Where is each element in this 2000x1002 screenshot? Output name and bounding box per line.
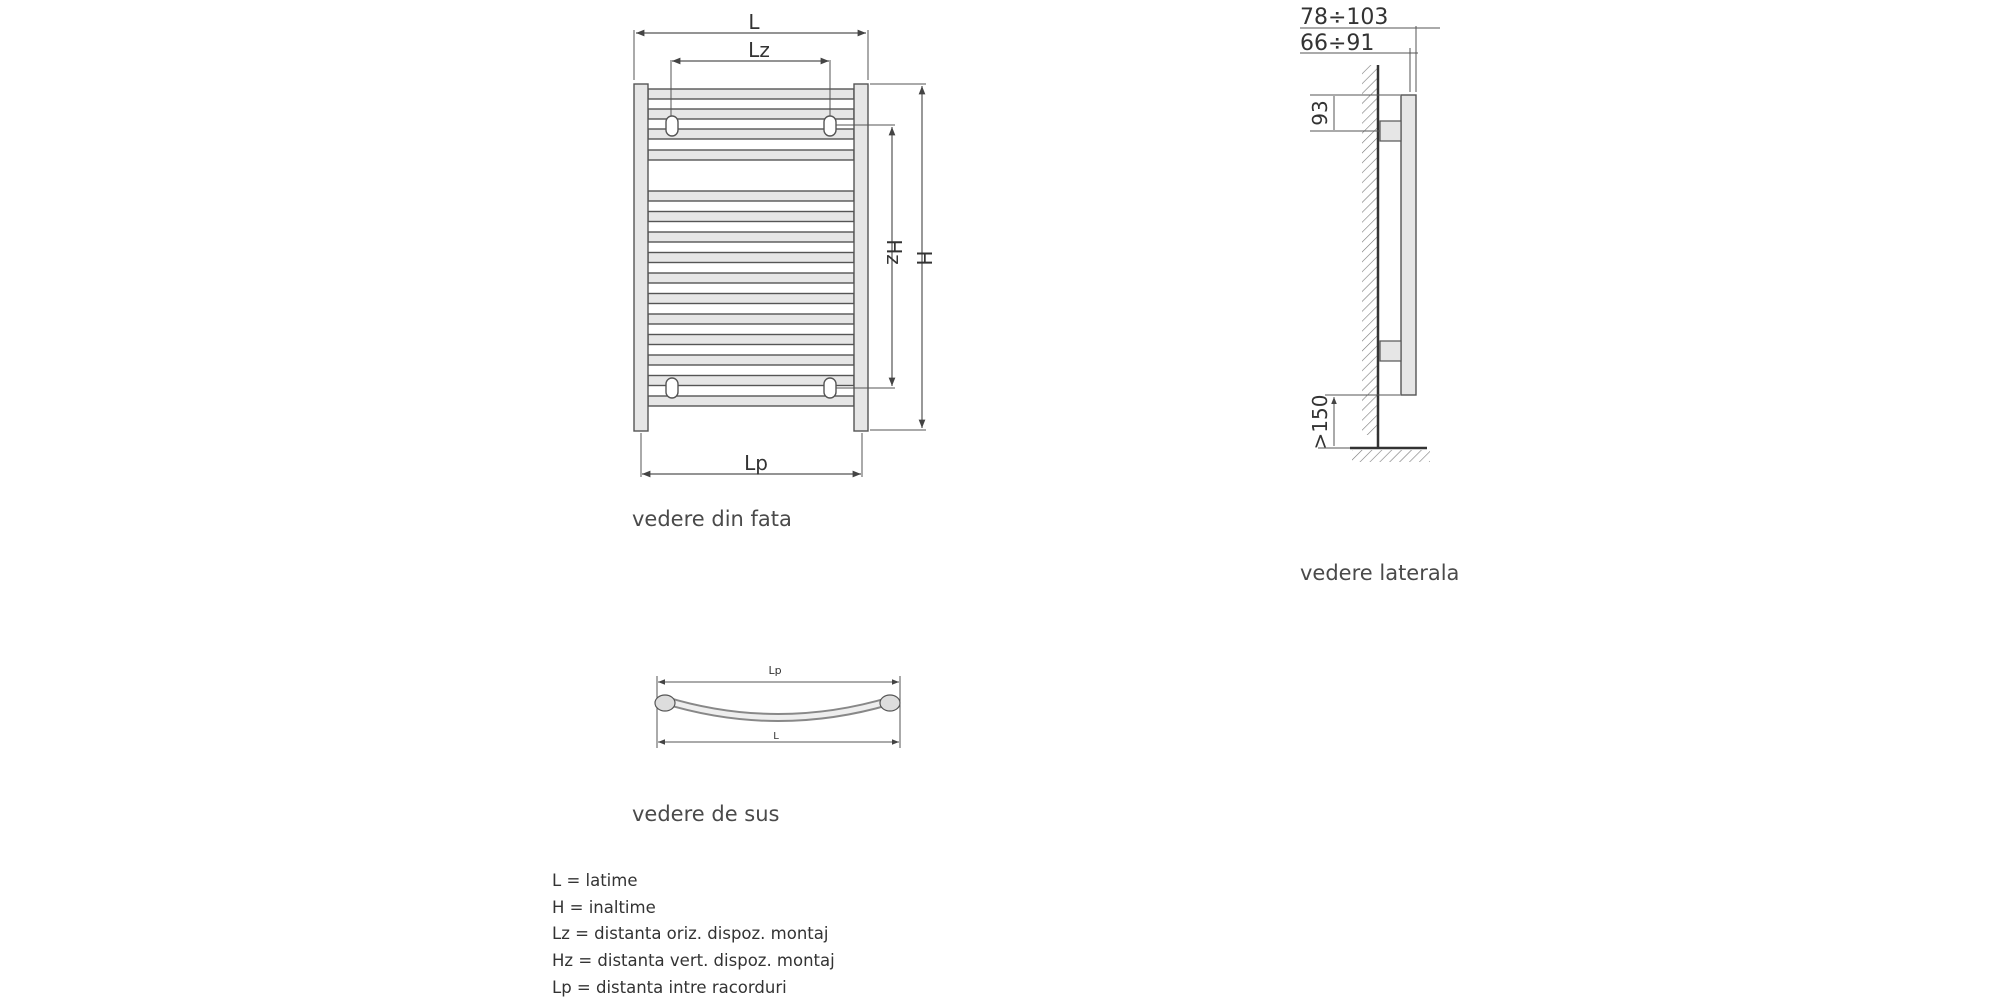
towel-bar — [647, 313, 855, 325]
bracket-top — [1379, 120, 1402, 142]
wall-hatch — [1362, 65, 1377, 435]
right-rail — [853, 83, 869, 432]
side-view — [1300, 26, 1440, 462]
legend-item: L = latime — [552, 871, 638, 890]
label-depth-total: 78÷103 — [1300, 5, 1388, 30]
legend-item: Hz = distanta vert. dispoz. montaj — [552, 951, 835, 971]
label-L: L — [748, 10, 760, 34]
towel-bar — [647, 210, 855, 223]
label-H: H — [912, 250, 936, 265]
label-top-Lp: Lp — [768, 664, 781, 677]
mount-points — [665, 115, 837, 399]
towel-bar — [647, 374, 855, 387]
label-Lz: Lz — [748, 38, 770, 62]
towel-bar — [647, 231, 855, 243]
floor-hatch — [1352, 450, 1430, 462]
left-rail — [633, 83, 649, 432]
label-Lp: Lp — [744, 451, 768, 475]
towel-bar — [647, 333, 855, 346]
legend-item: H = inaltime — [552, 897, 656, 917]
towel-bar — [647, 354, 855, 366]
caption-front-view: vedere din fata — [632, 507, 792, 531]
towel-bar — [647, 128, 855, 140]
label-top-L: L — [773, 731, 779, 742]
legend-item: Lp = distanta intre racorduri — [552, 977, 787, 997]
towel-bar — [647, 149, 855, 161]
radiator-side — [1400, 94, 1417, 396]
towel-bar — [647, 190, 855, 202]
towel-bar — [647, 395, 855, 407]
caption-top-view: vedere de sus — [632, 802, 780, 826]
bracket-bottom — [1379, 340, 1402, 362]
towel-bar — [647, 88, 855, 100]
towel-bar — [647, 251, 855, 264]
towel-bars — [647, 88, 855, 407]
label-bracket-offset: 93 — [1308, 100, 1332, 125]
towel-bar — [647, 292, 855, 305]
legend-item: Lz = distanta oriz. dispoz. montaj — [552, 924, 829, 944]
label-depth-wall: 66÷91 — [1300, 31, 1374, 56]
label-floor-clearance: >150 — [1308, 395, 1332, 450]
caption-side-view: vedere laterala — [1300, 561, 1460, 585]
front-view — [633, 29, 926, 478]
towel-bar — [647, 108, 855, 120]
top-view — [654, 676, 901, 748]
legend: L = latime H = inaltime Lz = distanta or… — [552, 868, 835, 1002]
towel-bar — [647, 272, 855, 284]
label-Hz: Hz — [882, 239, 906, 265]
